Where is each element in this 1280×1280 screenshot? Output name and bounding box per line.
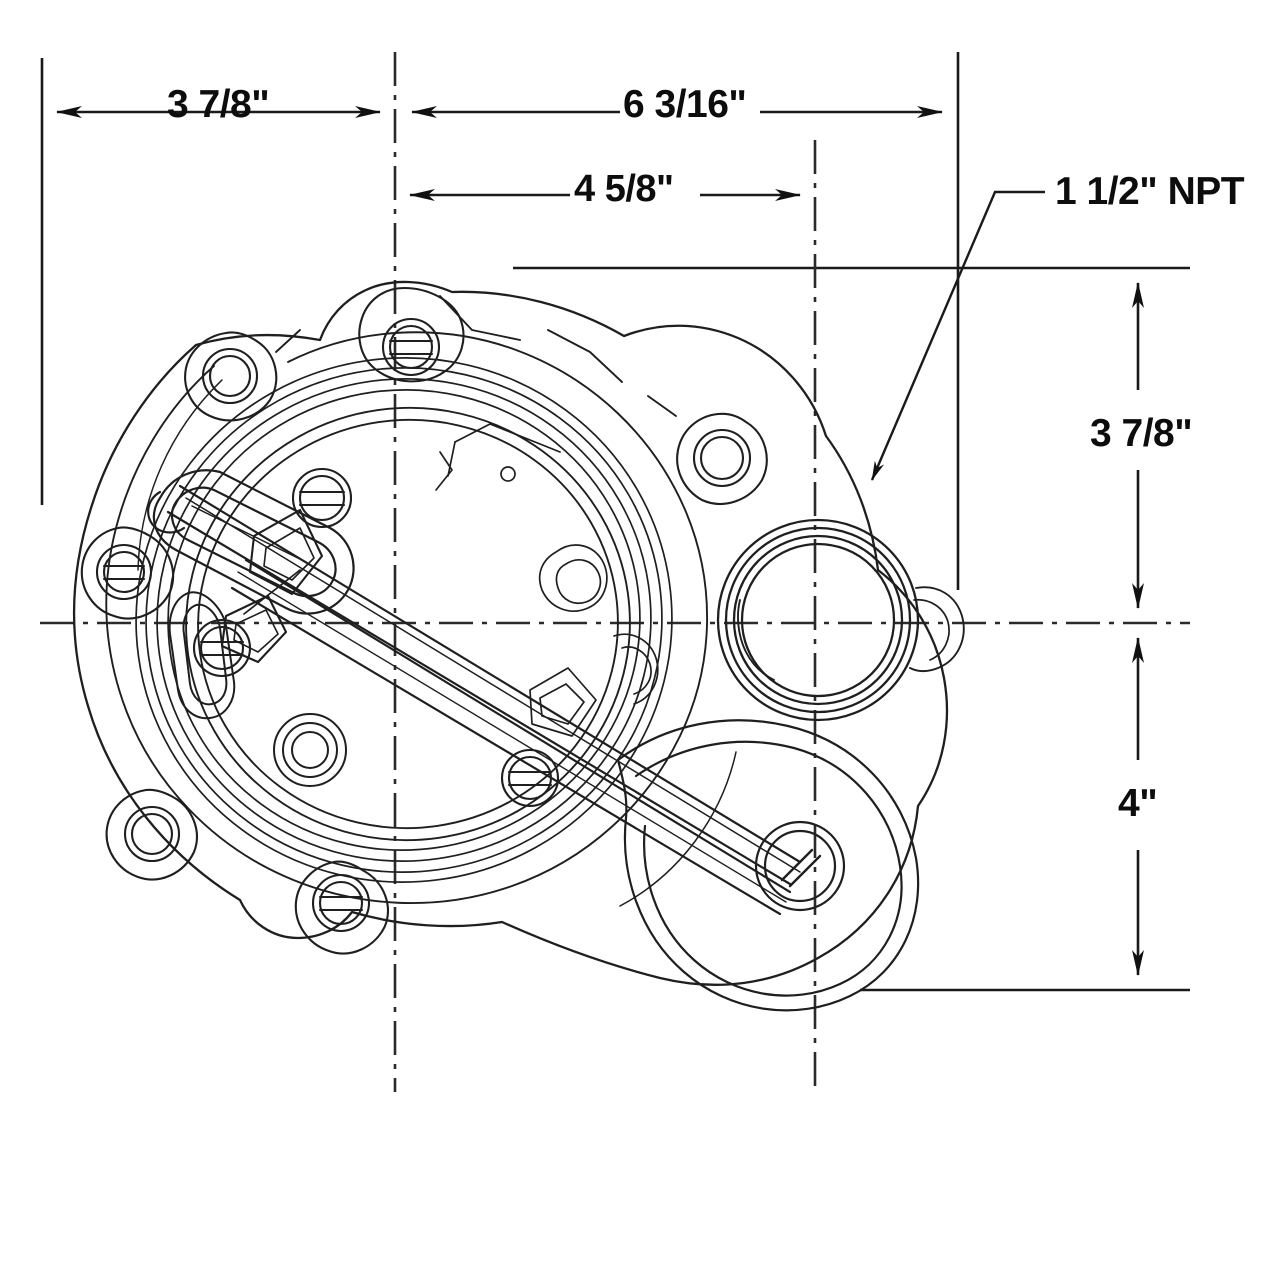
dimension-lines [56, 106, 1144, 976]
lower-lobe-cover [616, 719, 920, 1012]
flange-lug-upper-left [184, 331, 278, 422]
diagonal-linkage-arm [147, 484, 802, 886]
centerlines [40, 52, 1190, 1092]
callout-label-npt: 1 1/2" NPT [1055, 170, 1245, 213]
flange-lug-bottom [294, 860, 389, 955]
leader-line-npt [870, 190, 1045, 481]
dim-label-port-offset: 4 5/8" [574, 168, 674, 210]
linkage-arm-edge-top [178, 484, 802, 864]
bolt-hole-lower-left [123, 805, 181, 863]
housing-assembly [73, 280, 965, 1012]
upper-left-lever-body [152, 469, 355, 615]
bolt-hole-upper-left [201, 347, 259, 405]
dim-label-upper-height: 3 7/8" [1090, 412, 1193, 455]
npt-outlet-port [716, 518, 965, 722]
lobe-inner-circle [754, 820, 846, 912]
port-thread-minor [740, 542, 896, 698]
top-rib-detail [275, 295, 677, 417]
port-boss-outer [716, 518, 920, 722]
bolt-hole-top [381, 317, 441, 377]
dim-label-left-width: 3 7/8" [167, 83, 270, 126]
internal-hidden-features [435, 423, 659, 737]
dimension-extension-lines [40, 52, 1190, 992]
flange-lug-left [80, 526, 175, 620]
port-thread-major [732, 534, 904, 706]
outer-flange-body [73, 280, 949, 986]
dim-label-right-width: 6 3/16" [623, 83, 747, 126]
screw-head-upper [291, 467, 353, 529]
screw-head-lobe [763, 829, 837, 903]
dim-label-lower-height: 4" [1118, 782, 1158, 825]
pivot-linkage-center [220, 508, 324, 664]
cover-seam-lines [137, 379, 737, 907]
flange-lug-lower-left [105, 788, 198, 881]
cover-plate-face [185, 406, 631, 842]
bolt-hole-upper-right [692, 428, 752, 488]
flange-rim-inner [105, 331, 708, 905]
screw-head-mid [500, 748, 560, 808]
gasket-ring-outer [135, 357, 673, 883]
oblong-slot-left [168, 591, 236, 720]
boss-ring-mid [273, 713, 347, 787]
bolt-hole-bottom [311, 873, 371, 933]
diagonal-linkage-arm-second [230, 558, 792, 916]
small-pin-hole [500, 466, 516, 482]
flange-lug-upper-right [676, 412, 768, 505]
linkage-arm-edge-bottom [166, 510, 792, 886]
bolt-hole-left [95, 543, 153, 601]
flange-lug-top [358, 286, 465, 383]
